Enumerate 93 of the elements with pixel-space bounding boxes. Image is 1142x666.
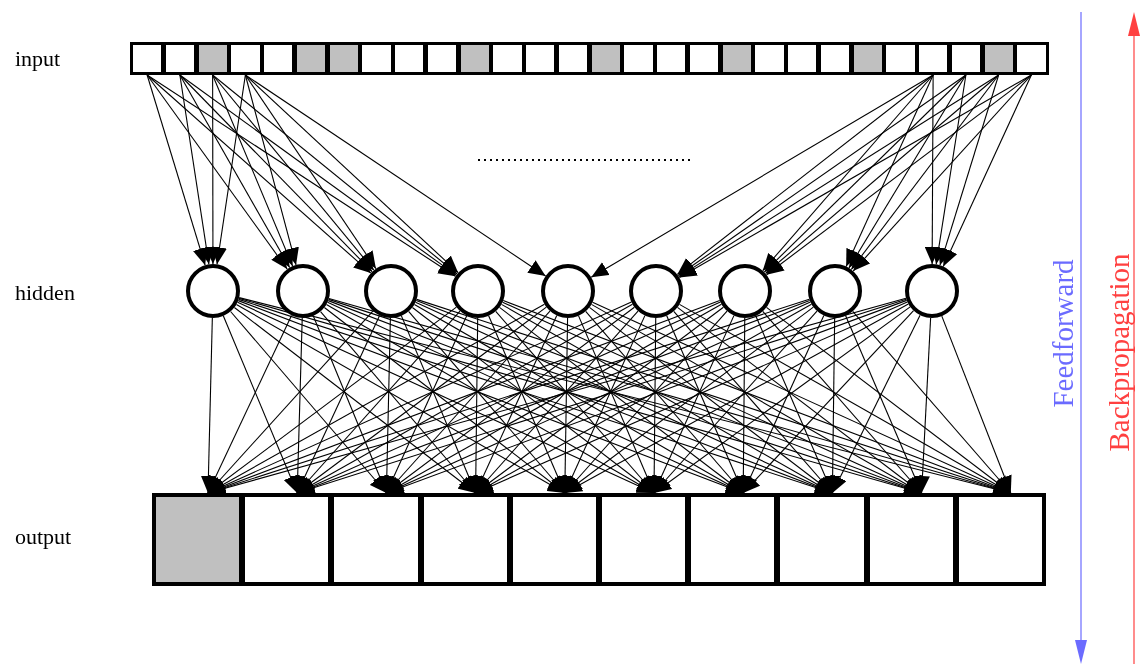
input-cell — [326, 42, 361, 75]
input-cell — [228, 42, 263, 75]
arrow — [942, 74, 1032, 268]
output-cell — [152, 493, 244, 586]
input-cell — [752, 42, 787, 75]
arrow — [848, 74, 967, 269]
arrow — [653, 310, 818, 494]
output-cell — [776, 493, 868, 586]
neuron-circle — [186, 264, 240, 318]
output-cell — [241, 493, 333, 586]
arrow — [244, 74, 547, 277]
input-cell — [1014, 42, 1049, 75]
arrow — [146, 74, 208, 266]
input-cell — [785, 42, 820, 75]
arrow — [937, 74, 1000, 266]
arrow — [207, 314, 293, 494]
output-cell — [598, 493, 690, 586]
input-cell — [261, 42, 296, 75]
input-cell — [195, 42, 230, 75]
arrow — [915, 317, 932, 494]
arrow — [735, 317, 751, 494]
arrow — [201, 317, 216, 494]
arrow — [931, 74, 967, 265]
arrow — [400, 315, 477, 494]
output-cell — [330, 493, 422, 586]
input-cell — [490, 42, 525, 75]
input-cell — [654, 42, 689, 75]
direction-label: Backpropagation — [1104, 252, 1134, 452]
arrow — [379, 317, 395, 494]
neuron-circle — [629, 264, 683, 318]
input-cell — [850, 42, 885, 75]
layer-label: output — [15, 526, 72, 548]
arrow — [320, 310, 477, 494]
input-cell — [588, 42, 623, 75]
arrow — [831, 314, 921, 494]
neuron-circle — [808, 264, 862, 318]
output-cell — [954, 493, 1046, 586]
arrow — [755, 315, 833, 494]
arrow — [179, 74, 214, 265]
output-cell — [508, 493, 600, 586]
arrow — [578, 315, 655, 494]
input-cell — [130, 42, 165, 75]
input-cell — [883, 42, 918, 75]
neuron-circle — [276, 264, 330, 318]
arrow — [179, 74, 291, 269]
neuron-circle — [718, 264, 772, 318]
arrow — [468, 317, 484, 494]
arrow — [244, 74, 377, 270]
direction-label: Feedforward — [1048, 258, 1078, 408]
input-cell — [523, 42, 558, 75]
arrow — [852, 74, 1032, 272]
arrow — [845, 74, 934, 267]
arrow — [742, 310, 915, 494]
arrow — [742, 315, 825, 494]
arrow — [212, 74, 294, 267]
arrow — [762, 74, 934, 272]
output-cell — [419, 493, 511, 586]
arrow — [146, 74, 288, 270]
input-cell — [916, 42, 951, 75]
arrow — [212, 74, 375, 271]
layer-label: input — [15, 48, 61, 70]
arrow — [222, 315, 298, 494]
arrow — [653, 315, 735, 494]
arrow — [666, 315, 744, 494]
arrow — [230, 310, 387, 494]
input-cell — [457, 42, 492, 75]
input-cell — [719, 42, 754, 75]
arrow — [564, 306, 814, 494]
arrow — [146, 74, 372, 274]
neuron-circle — [905, 264, 959, 318]
arrow — [845, 315, 923, 494]
arrow — [212, 74, 246, 265]
output-cell — [687, 493, 779, 586]
input-cell — [981, 42, 1016, 75]
input-cell — [359, 42, 394, 75]
layer-label: hidden — [15, 282, 75, 304]
arrow — [385, 315, 468, 494]
output-cell — [865, 493, 957, 586]
neuron-circle — [541, 264, 595, 318]
arrow — [290, 317, 306, 494]
arrow — [825, 317, 841, 494]
arrow — [323, 306, 566, 494]
input-cell — [621, 42, 656, 75]
neuron-circle — [364, 264, 418, 318]
arrow — [590, 74, 934, 278]
input-cell — [392, 42, 427, 75]
arrow — [941, 315, 1012, 494]
neuron-circle — [451, 264, 505, 318]
arrow — [850, 74, 1000, 271]
arrow — [564, 315, 646, 494]
arrow — [763, 74, 967, 273]
arrow — [244, 74, 299, 266]
arrow — [312, 315, 387, 494]
